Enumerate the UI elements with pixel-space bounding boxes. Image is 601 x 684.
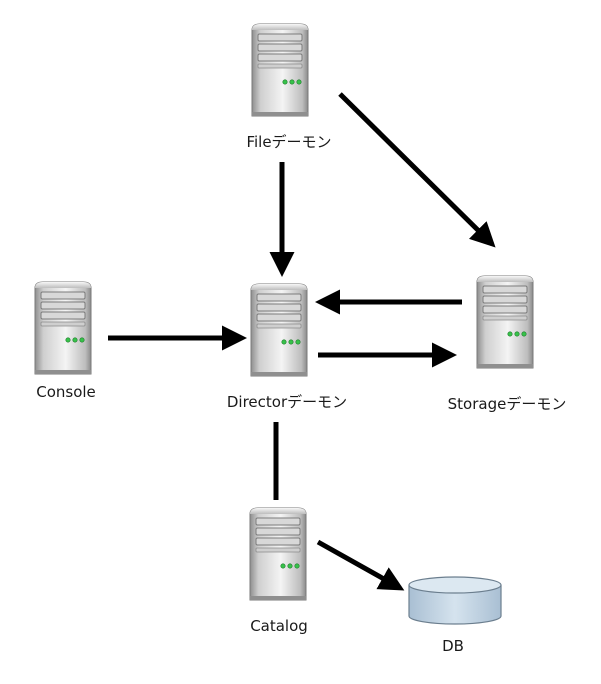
node-db [408,576,502,625]
label-console: Console [36,383,96,401]
node-console [34,281,92,375]
label-catalog: Catalog [250,617,308,635]
node-storage [476,275,534,369]
node-director [250,283,308,377]
database-icon [408,576,502,625]
server-icon [251,23,309,117]
server-icon [34,281,92,375]
label-file: Fileデーモン [246,133,332,151]
edge-file-to-storage [338,92,496,248]
label-db: DB [442,637,464,655]
edges [108,92,496,591]
label-director: Directorデーモン [226,393,348,411]
server-icon [250,283,308,377]
node-file [251,23,309,117]
label-storage: Storageデーモン [447,395,567,413]
server-icon [249,507,307,601]
server-icon [476,275,534,369]
node-catalog [249,507,307,601]
edge-catalog-to-db [316,539,405,591]
